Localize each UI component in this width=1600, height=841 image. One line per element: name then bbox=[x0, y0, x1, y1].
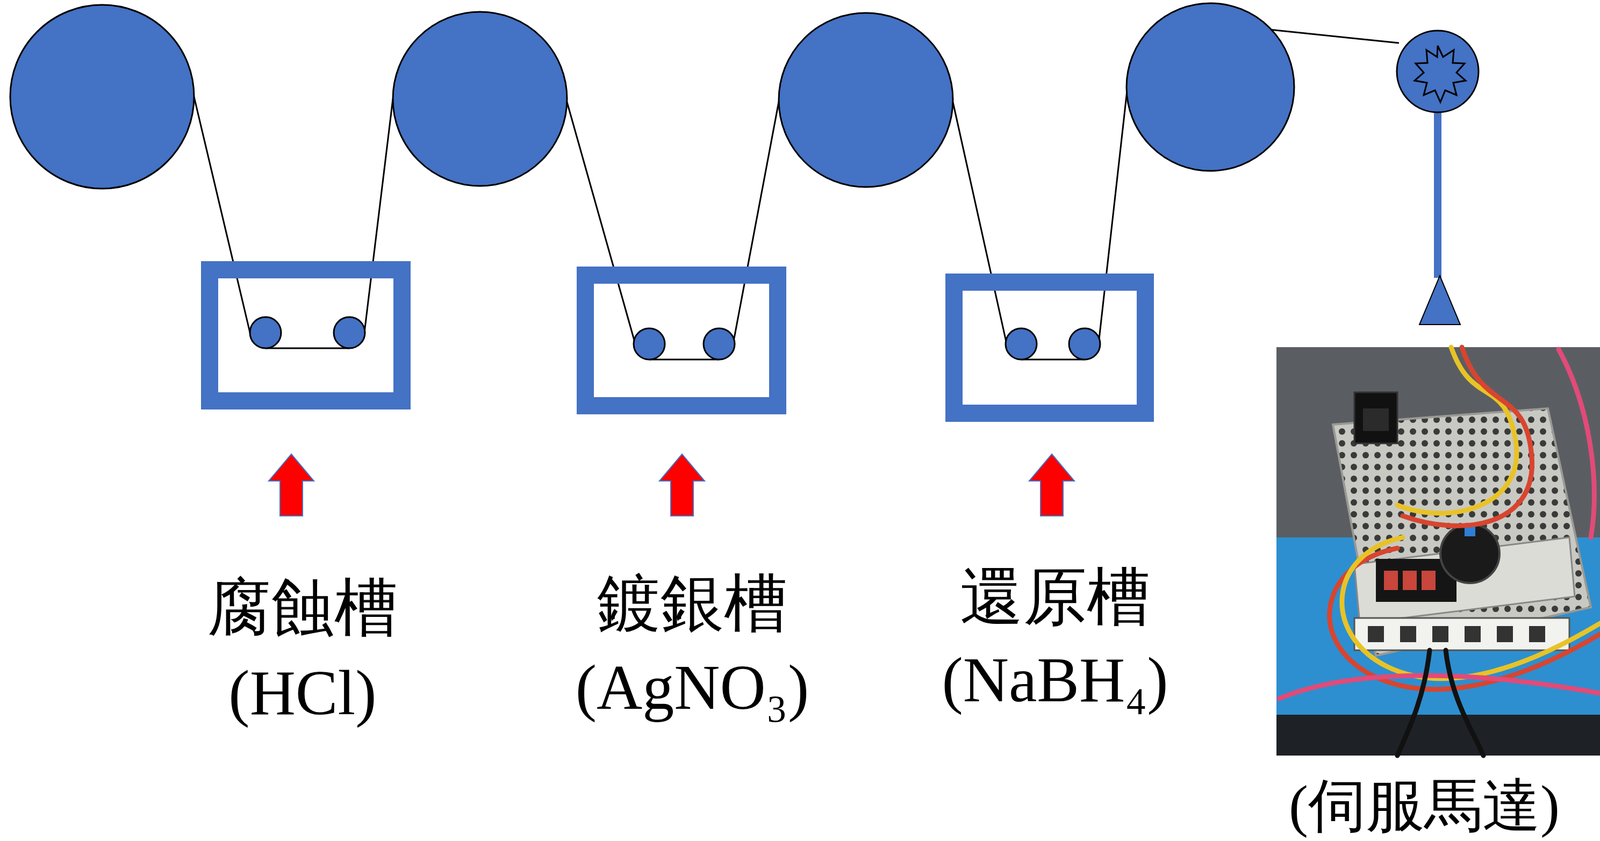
roller bbox=[10, 3, 1295, 189]
servo-controller-photo bbox=[1276, 347, 1600, 756]
tank bbox=[209, 269, 1146, 414]
tank-label: 還原槽 bbox=[959, 562, 1151, 633]
up-arrow bbox=[268, 454, 1075, 516]
tank-label: 鍍銀槽 bbox=[597, 569, 788, 640]
tank-label: 腐蝕槽 bbox=[207, 573, 398, 644]
tank-label: (NaBH₄) bbox=[941, 645, 1168, 716]
tank-label: (AgNO₃) bbox=[575, 653, 809, 723]
guide-roller bbox=[249, 317, 1101, 360]
caption-label: (伺服馬達) bbox=[1288, 774, 1560, 839]
servo-wheel bbox=[1396, 30, 1479, 325]
tank-label: (HCl) bbox=[228, 658, 377, 729]
